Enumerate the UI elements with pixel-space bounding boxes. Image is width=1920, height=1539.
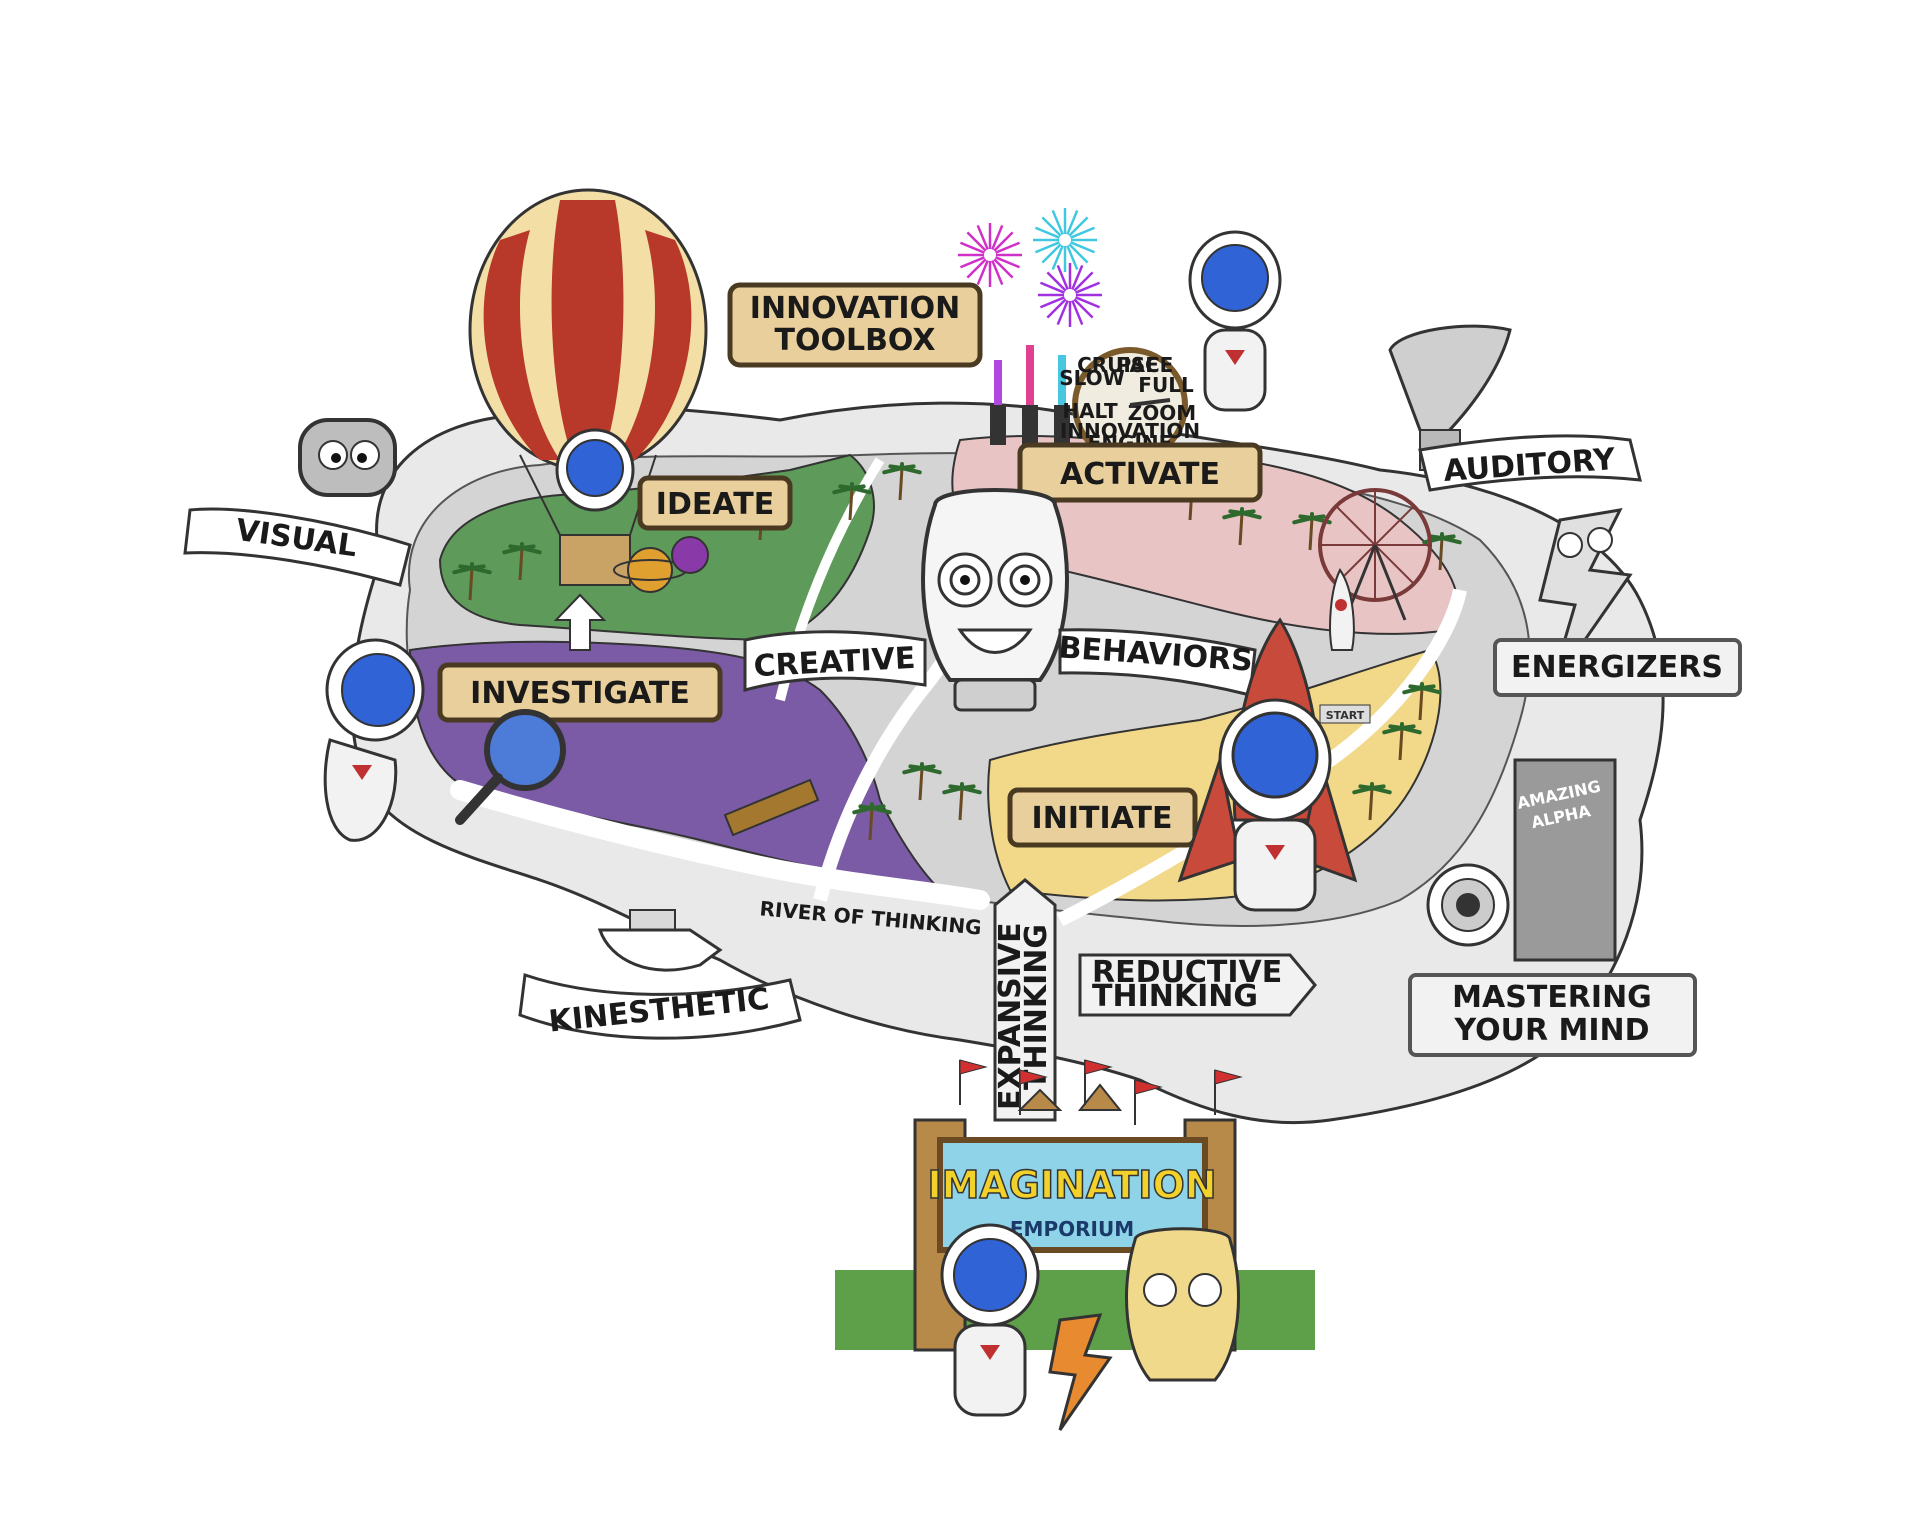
svg-text:ENERGIZERS: ENERGIZERS	[1511, 650, 1723, 685]
palm-tree-icon	[942, 782, 982, 821]
palm-tree-icon	[852, 802, 892, 841]
hand-holding-cube-icon	[597, 909, 723, 972]
svg-text:INITIATE: INITIATE	[1032, 801, 1173, 836]
river-of-thinking-path	[450, 780, 990, 910]
svg-text:THINKING: THINKING	[1092, 979, 1258, 1014]
energizers-sign: ENERGIZERS	[1493, 638, 1742, 697]
svg-text:CRUISE: CRUISE	[1077, 353, 1159, 377]
svg-text:PACE: PACE	[1117, 353, 1174, 377]
mastering-your-mind-sign: MASTERING YOUR MIND	[1408, 973, 1697, 1057]
robot-balloon	[555, 428, 635, 512]
svg-text:IDEATE: IDEATE	[656, 487, 774, 522]
svg-text:YOUR MIND: YOUR MIND	[1453, 1013, 1649, 1048]
palm-tree-icon	[502, 542, 542, 581]
svg-text:REDUCTIVE: REDUCTIVE	[1092, 955, 1282, 990]
lightning-bolt-character	[1538, 508, 1633, 691]
svg-text:MASTERING: MASTERING	[1452, 980, 1652, 1015]
flags-icon	[959, 1059, 1243, 1125]
palm-tree-icon	[832, 482, 872, 521]
robot-bottom	[940, 1223, 1040, 1417]
auditory-banner: AUDITORY	[1418, 434, 1642, 492]
ideate-sign: IDEATE	[637, 475, 793, 531]
svg-text:HALT: HALT	[1062, 399, 1118, 423]
planet-icon	[613, 536, 709, 593]
palm-tree-icon	[1422, 532, 1462, 571]
palm-tree-icon	[452, 562, 492, 601]
svg-text:START: START	[1326, 709, 1365, 722]
palm-tree-icon	[1402, 682, 1442, 721]
expansive-thinking-sign: EXPANSIVE THINKING	[993, 878, 1057, 1122]
svg-text:FULL: FULL	[1138, 373, 1194, 397]
svg-text:CREATIVE: CREATIVE	[753, 641, 916, 684]
start-marker: START	[1319, 704, 1371, 724]
arrow-up-icon	[553, 593, 607, 651]
svg-text:INNOVATION: INNOVATION	[1060, 419, 1200, 443]
palm-tree-icon	[1382, 722, 1422, 761]
lightbulb-character-bottom	[1125, 1227, 1240, 1382]
reductive-thinking-sign: REDUCTIVE THINKING	[1078, 953, 1317, 1017]
palm-tree-icon	[1352, 782, 1392, 821]
activate-sign: ACTIVATE	[1017, 442, 1263, 503]
investigate-sign: INVESTIGATE	[437, 662, 723, 723]
robot-top-right	[1188, 230, 1282, 412]
firework-launchers	[990, 345, 1070, 445]
svg-text:TOOLBOX: TOOLBOX	[774, 323, 935, 358]
kinesthetic-banner: KINESTHETIC	[518, 972, 802, 1040]
hot-air-balloon-icon	[468, 188, 708, 586]
svg-text:EMPORIUM: EMPORIUM	[1010, 1217, 1134, 1241]
amazing-alpha-door: AMAZING ALPHA	[1513, 758, 1617, 962]
palm-tree-icon	[902, 762, 942, 801]
robot-left-flying	[323, 638, 425, 842]
palm-tree-icon	[882, 462, 922, 501]
rocket-robot-character	[1177, 617, 1358, 912]
initiate-sign: INITIATE	[1007, 787, 1198, 848]
target-icon	[1426, 863, 1510, 947]
lightning-bolt-character-bottom	[1048, 1313, 1113, 1431]
svg-text:IMAGINATION: IMAGINATION	[927, 1163, 1216, 1207]
lightbulb-character	[921, 488, 1069, 712]
small-rocket-icon	[1329, 568, 1355, 651]
palm-tree-icon	[1222, 507, 1262, 546]
goggles-icon	[298, 418, 397, 497]
creative-banner: CREATIVE	[743, 630, 927, 692]
fireworks-icon	[958, 208, 1102, 327]
imagination-emporium-gate: IMAGINATION EMPORIUM	[835, 1083, 1315, 1352]
innovation-toolbox-sign: INNOVATION TOOLBOX	[727, 282, 983, 368]
svg-text:SLOW: SLOW	[1059, 366, 1125, 390]
svg-text:INVESTIGATE: INVESTIGATE	[470, 676, 690, 711]
telescope-icon	[723, 778, 820, 837]
svg-text:ACTIVATE: ACTIVATE	[1060, 457, 1220, 492]
svg-text:INNOVATION: INNOVATION	[750, 291, 960, 326]
magnifying-glass-icon	[455, 709, 566, 825]
svg-text:THINKING: THINKING	[1019, 924, 1054, 1090]
